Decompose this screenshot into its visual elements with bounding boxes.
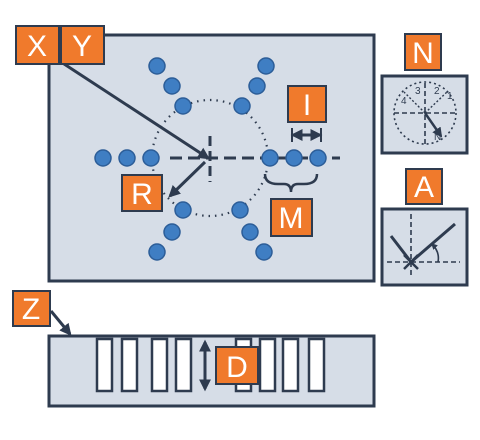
dial-digit-2: 2 [434, 86, 440, 97]
dot [248, 77, 266, 95]
angle-diagram [387, 214, 460, 278]
slit [174, 337, 193, 393]
slit [258, 337, 277, 393]
label-z: Z [12, 290, 51, 327]
svg-text:Y: Y [72, 30, 92, 63]
label-i: I [287, 85, 327, 123]
svg-text:R: R [131, 178, 153, 211]
dot [163, 77, 181, 95]
svg-text:D: D [226, 351, 248, 384]
dial-digit-3: 3 [415, 86, 421, 97]
compass-dial: 1 2 3 4 N [393, 81, 458, 145]
label-d: D [215, 346, 259, 385]
label-x: X [15, 25, 60, 65]
dot [255, 243, 273, 261]
svg-text:X: X [27, 30, 47, 63]
dot [148, 243, 166, 261]
slit [95, 337, 114, 393]
dot [174, 97, 192, 115]
dot [163, 223, 181, 241]
label-a: A [405, 168, 443, 205]
svg-text:A: A [414, 171, 434, 204]
svg-text:I: I [303, 89, 311, 122]
dot [148, 57, 166, 75]
dot [174, 201, 192, 219]
dot [257, 57, 275, 75]
label-r: R [121, 174, 163, 212]
z-arrow [49, 310, 72, 336]
dial-n: N [434, 132, 441, 143]
dot [231, 201, 249, 219]
dot [285, 149, 303, 167]
dial-digit-1: 1 [447, 91, 453, 102]
svg-text:M: M [279, 202, 304, 235]
label-y: Y [60, 25, 105, 65]
label-n: N [404, 33, 442, 71]
dot [233, 97, 251, 115]
n-panel [380, 74, 469, 155]
label-m: M [270, 198, 313, 237]
m-brace [263, 173, 319, 193]
r-arrow [168, 160, 207, 198]
dot [261, 149, 279, 167]
slit [307, 337, 326, 393]
xy-arrow [57, 58, 211, 160]
dial-digit-4: 4 [401, 96, 407, 107]
dot [142, 149, 160, 167]
slit [150, 337, 169, 393]
dots-group [94, 57, 327, 261]
slit [120, 337, 139, 393]
slit [281, 337, 300, 393]
dot [241, 223, 259, 241]
dot [309, 149, 327, 167]
svg-text:N: N [412, 37, 434, 70]
svg-text:Z: Z [22, 293, 40, 326]
dot [94, 149, 112, 167]
dot [118, 149, 136, 167]
a-panel [380, 207, 469, 287]
